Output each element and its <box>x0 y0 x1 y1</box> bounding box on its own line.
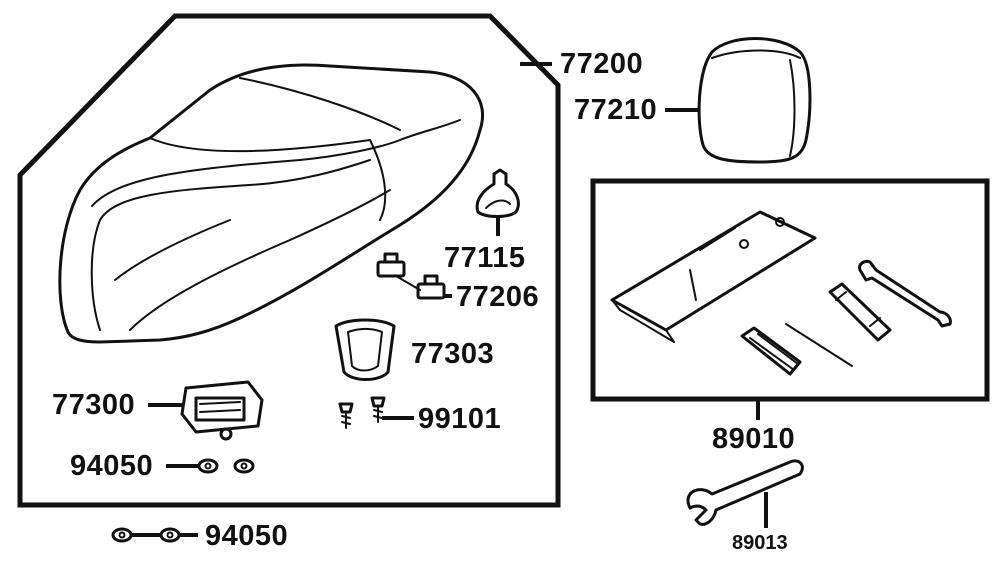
leader-lines <box>132 62 768 537</box>
screw-drawing <box>338 396 386 429</box>
socket-wrench-drawing <box>828 282 892 342</box>
lock-cover-drawing <box>334 318 396 381</box>
hinge-drawing <box>180 380 264 441</box>
open-wrench-drawing <box>858 260 952 328</box>
screwdriver-drawing <box>740 323 853 376</box>
nut-outside-drawing <box>111 527 181 543</box>
label-77210: 77210 <box>574 94 658 126</box>
label-89010: 89010 <box>712 423 796 455</box>
label-77200: 77200 <box>560 48 644 80</box>
label-94050-outside: 94050 <box>205 520 289 552</box>
label-94050-inside: 94050 <box>70 450 154 482</box>
label-99101: 99101 <box>418 403 502 435</box>
label-77206: 77206 <box>456 281 540 313</box>
bumper-drawing <box>376 252 446 300</box>
tool-pouch-drawing <box>610 210 817 343</box>
hook-wrench-drawing <box>686 459 804 526</box>
label-89013: 89013 <box>732 532 788 554</box>
nut-inside-drawing <box>197 458 255 474</box>
label-77303: 77303 <box>411 338 495 370</box>
seat-hook-drawing <box>475 168 520 218</box>
label-77115: 77115 <box>444 242 526 274</box>
seat-drawing <box>58 63 485 344</box>
tool-kit-frame <box>590 178 990 402</box>
seat-group-frame <box>17 13 561 508</box>
label-77300: 77300 <box>52 389 136 421</box>
backrest-drawing <box>697 37 812 164</box>
